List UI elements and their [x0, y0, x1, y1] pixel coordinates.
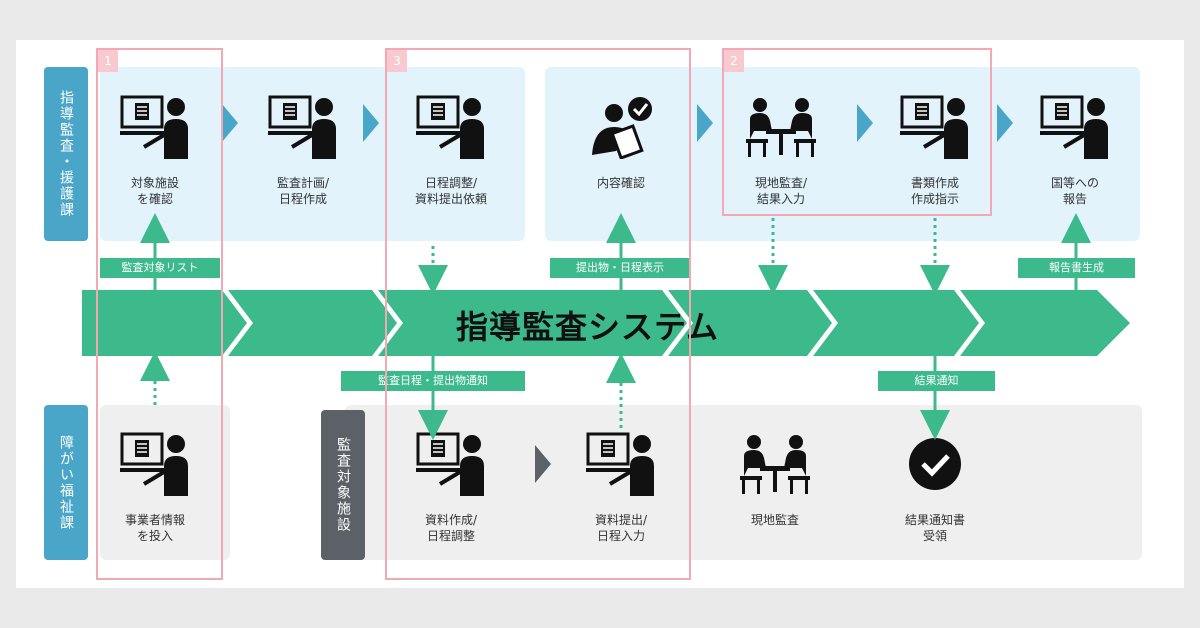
flow-label-submission-display: 提出物・日程表示: [550, 258, 690, 278]
person-check-document-icon: [592, 97, 652, 160]
bottom-step-receive-result: 結果通知書 受領: [870, 432, 1000, 544]
meeting-table-icon: [740, 435, 810, 494]
flow-label-report-generation: 報告書生成: [1018, 258, 1135, 278]
chevron-icon: [857, 104, 873, 142]
highlight-badge-3: 3: [387, 50, 407, 72]
checkmark-circle-icon: [909, 438, 961, 490]
system-band: [82, 290, 1130, 356]
top-step-onsite-audit: 現地監査/ 結果入力: [716, 95, 846, 207]
lane-label-top: 指導監査・援護課: [44, 67, 88, 241]
meeting-table-icon: [746, 98, 816, 157]
step-label: 現地監査/ 結果入力: [754, 176, 808, 206]
step-label: 書類作成 作成指示: [910, 176, 959, 206]
bottom-step-submit-materials: 資料提出/ 日程入力: [556, 432, 686, 544]
chevron-icon: [535, 445, 551, 483]
computer-user-icon: [120, 95, 188, 159]
top-step-plan-schedule: 監査計画/ 日程作成: [238, 95, 368, 207]
step-label: 現地監査: [750, 513, 799, 527]
band-segment-4: [668, 290, 832, 356]
band-segment-6: [960, 290, 1130, 356]
highlight-badge-2: 2: [724, 50, 744, 72]
highlight-box-2: [722, 48, 992, 216]
flow-label-audit-list: 監査対象リスト: [100, 258, 220, 278]
highlight-box-1: [96, 48, 223, 580]
top-step-content-check: 内容確認: [556, 95, 686, 191]
bottom-step-onsite-audit: 現地監査: [710, 432, 840, 528]
step-label: 内容確認: [596, 176, 645, 190]
chevron-icon: [697, 104, 713, 142]
lane-label-target: 監査対象施設: [321, 410, 365, 560]
top-step-confirm-facility: 対象施設 を確認: [90, 95, 220, 207]
step-label: 国等への 報告: [1050, 176, 1099, 206]
step-label: 日程調整/ 資料提出依頼: [414, 176, 487, 206]
lane-label-bottom: 障がい福祉課: [44, 405, 88, 560]
step-label: 資料作成/ 日程調整: [424, 513, 478, 543]
computer-user-icon: [268, 95, 336, 159]
computer-user-icon: [120, 432, 188, 496]
step-label: 結果通知書 受領: [904, 513, 965, 543]
flow-label-result-notice: 結果通知: [878, 371, 995, 391]
step-label: 監査計画/ 日程作成: [276, 176, 330, 206]
step-label: 事業者情報 を投入: [124, 513, 185, 543]
highlight-badge-1: 1: [98, 50, 118, 72]
top-step-document-creation: 書類作成 作成指示: [870, 95, 1000, 207]
band-segment-5: [813, 290, 979, 356]
system-title: 指導監査システム: [456, 308, 720, 346]
chevron-icon: [222, 104, 238, 142]
chevron-icon: [997, 104, 1013, 142]
bottom-step-input-business-info: 事業者情報 を投入: [90, 432, 220, 544]
computer-user-icon: [416, 95, 484, 159]
step-label: 対象施設 を確認: [130, 176, 179, 206]
flow-label-schedule-notice: 監査日程・提出物通知: [341, 371, 525, 391]
top-step-schedule-request: 日程調整/ 資料提出依頼: [386, 95, 516, 207]
step-label: 資料提出/ 日程入力: [594, 513, 648, 543]
computer-user-icon: [900, 95, 968, 159]
band-segment-2: [228, 290, 397, 356]
computer-user-icon: [586, 432, 654, 496]
band-segment-3: [378, 290, 687, 356]
chevron-icon: [363, 104, 379, 142]
band-segment-1: [82, 290, 247, 356]
computer-user-icon: [1040, 95, 1108, 159]
top-step-report: 国等への 報告: [1010, 95, 1140, 207]
highlight-box-3: [385, 48, 691, 580]
